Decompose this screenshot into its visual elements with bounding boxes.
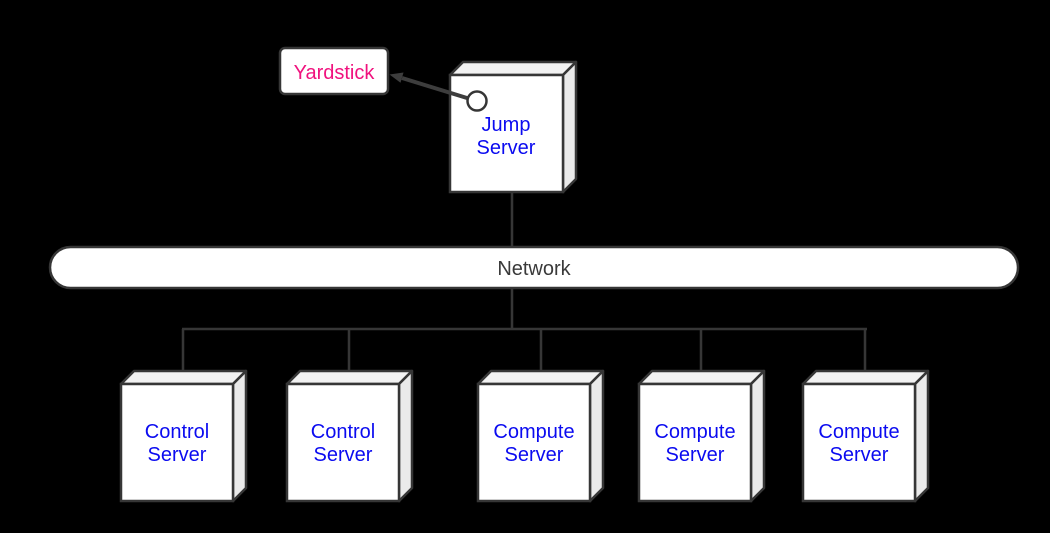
network-bus-node: Network [48,245,1020,290]
server-top-face [476,369,605,386]
server-label-line2: Server [148,444,207,466]
node-compute-server-2: Compute Server [637,369,766,503]
server-side-face [397,369,414,503]
server-front-face [637,382,753,503]
server-label-line1: Compute [493,421,574,443]
connector-edges [181,192,867,376]
connector-port-icon [466,90,488,112]
server-side-face [913,369,930,503]
yardstick-arrow-shaft [401,76,468,100]
jump-server-side-face [561,60,578,194]
server-side-face [231,369,248,503]
node-compute-server-1: Compute Server [476,369,605,503]
server-label-line1: Compute [654,421,735,443]
server-front-face [119,382,235,503]
yardstick-arrowhead-icon [389,72,404,83]
server-label-line1: Control [145,421,209,443]
server-label-line2: Server [666,444,725,466]
server-top-face [119,369,248,386]
server-front-face [476,382,592,503]
yardstick-box [278,46,390,96]
node-control-server-1: Control Server [119,369,248,503]
server-label-line2: Server [505,444,564,466]
server-top-face [801,369,930,386]
jump-server-label-line2: Server [477,137,536,159]
server-top-face [285,369,414,386]
yardstick-node: Yardstick [278,46,390,96]
node-control-server-2: Control Server [285,369,414,503]
server-label-line1: Compute [818,421,899,443]
jump-server-top-face [448,60,578,77]
server-front-face [285,382,401,503]
server-label-line2: Server [830,444,889,466]
server-row: Control Server Control Server Compute Se… [119,369,930,503]
jump-server-node: Jump Server [448,60,578,194]
network-bus-shape [48,245,1020,290]
server-label-line1: Control [311,421,375,443]
network-bus-label: Network [497,258,571,280]
jump-server-label-line1: Jump [482,114,531,136]
server-label-line2: Server [314,444,373,466]
server-side-face [749,369,766,503]
yardstick-label: Yardstick [294,62,376,84]
yardstick-arrow [389,72,488,112]
node-compute-server-3: Compute Server [801,369,930,503]
server-side-face [588,369,605,503]
server-top-face [637,369,766,386]
server-front-face [801,382,917,503]
